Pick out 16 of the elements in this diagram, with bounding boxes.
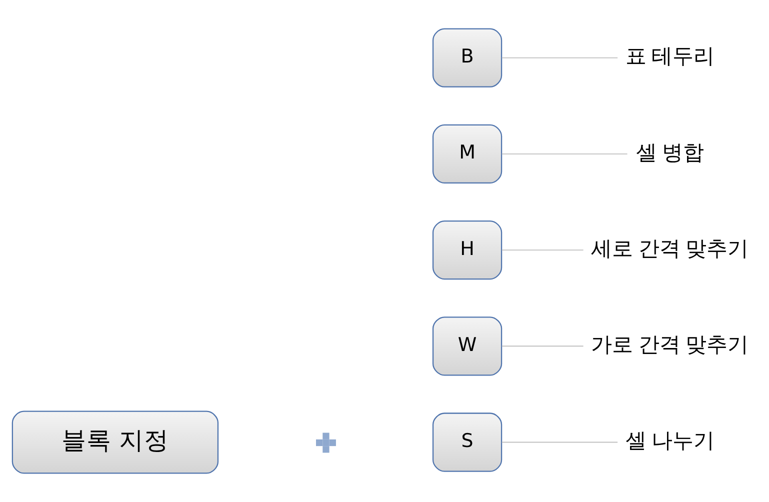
node-text: 가로 간격 맞추기 [591, 332, 749, 356]
connector [501, 250, 584, 251]
node-box: S [432, 412, 502, 472]
node-box: 블록 지정 [12, 410, 219, 474]
node-box: H [432, 220, 502, 280]
node-text: 표 테두리 [625, 44, 715, 68]
node-text: 세로 간격 맞추기 [591, 236, 749, 260]
node-text: 셀 나누기 [625, 428, 715, 453]
node-box: W [432, 316, 502, 376]
connector [501, 57, 618, 58]
node-box: B [432, 28, 502, 88]
node-box: M [432, 124, 502, 184]
connector [501, 346, 584, 347]
node-text: 셀 병합 [636, 140, 704, 164]
connector [501, 442, 618, 443]
connector [501, 153, 628, 154]
